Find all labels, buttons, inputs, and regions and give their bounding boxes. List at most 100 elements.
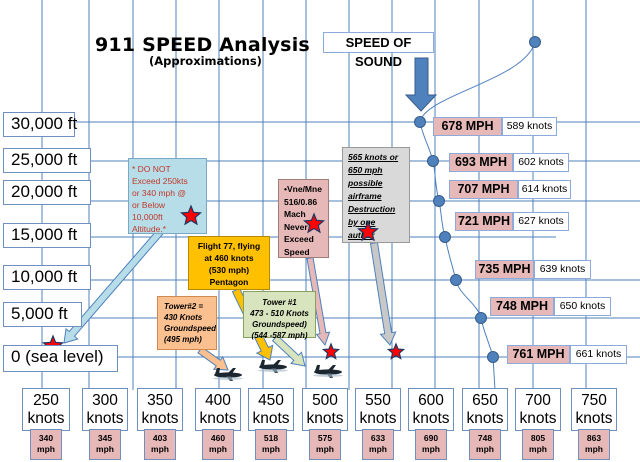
knots-value: 750	[581, 392, 607, 409]
note-line: Exceed	[284, 234, 314, 244]
sos-knots: 639 knots	[534, 260, 591, 279]
diagram-subtitle: (Approximations)	[149, 54, 262, 68]
note-line: or Below	[132, 200, 166, 210]
curve-point	[414, 116, 426, 128]
airplane-tail	[260, 360, 265, 366]
faa-speed-limit-note: * DO NOT Exceed 250kts or 340 mph @ or B…	[128, 158, 207, 234]
note-line: Exceed 250kts	[132, 176, 188, 186]
note-line: author	[348, 230, 375, 240]
mph-value: 345	[97, 433, 113, 443]
mph-unit: mph	[316, 444, 334, 454]
flight77-note: Flight 77, flying at 460 knots (530 mph)…	[188, 236, 270, 290]
note-line: or 340 mph @	[132, 188, 186, 198]
mph-unit: mph	[262, 444, 280, 454]
mph-value: 575	[317, 433, 333, 443]
vne-never-exceed-note: •Vne/Mne 516/0.86 Mach Never Exceed Spee…	[278, 179, 329, 258]
tower1-note-arrow-icon	[271, 334, 306, 367]
mph-value: 690	[423, 433, 439, 443]
tower1-note: Tower #1 473 - 510 Knots Groundspeed) (5…	[243, 291, 316, 340]
mph-unit: mph	[96, 444, 114, 454]
airplane-shadow	[258, 369, 288, 372]
altitude-label: 30,000 ft	[3, 112, 77, 137]
note-line: by one	[348, 217, 376, 227]
altitude-label: 15,000 ft	[3, 223, 91, 248]
airplane-icon	[313, 365, 343, 378]
knots-unit: knots	[199, 410, 237, 427]
knots-value: 700	[525, 392, 551, 409]
vne-note-arrow-icon	[306, 256, 331, 347]
note-line: •Vne/Mne	[284, 184, 322, 194]
altitude-label: 10,000 ft	[3, 265, 91, 290]
note-line: Flight 77, flying	[197, 241, 261, 251]
curve-point	[487, 351, 499, 363]
diagram-title: 911 SPEED Analysis	[95, 34, 310, 56]
sos-mph: 761 MPH	[507, 345, 570, 364]
knots-unit: knots	[412, 410, 450, 427]
speed-of-sound-label: SPEED OF SOUND	[323, 32, 434, 69]
note-line: Groundspeed)	[252, 320, 307, 329]
mph-unit: mph	[529, 444, 547, 454]
note-line: Destruction	[348, 204, 396, 214]
mph-unit: mph	[37, 444, 55, 454]
star-icon	[386, 342, 406, 360]
mph-value: 460	[210, 433, 226, 443]
sos-knots: 661 knots	[570, 345, 627, 364]
mph-value: 340	[38, 433, 54, 443]
sos-knots: 602 knots	[513, 153, 569, 172]
curve-point	[433, 195, 445, 207]
airplane-wing	[326, 365, 336, 372]
airplane-tail	[215, 368, 220, 374]
note-line: Pentagon	[209, 277, 249, 287]
mph-unit: mph	[209, 444, 227, 454]
note-line: Mach	[284, 209, 306, 219]
note-line: 10,000ft	[132, 212, 163, 222]
down-arrow-icon	[404, 57, 438, 112]
knots-value: 600	[418, 392, 444, 409]
altitude-label: 20,000 ft	[3, 180, 91, 205]
airplane-icon	[258, 360, 288, 373]
mph-value: 403	[152, 433, 168, 443]
mph-unit: mph	[422, 444, 440, 454]
knots-unit: knots	[86, 410, 124, 427]
knots-unit: knots	[519, 410, 557, 427]
airplane-icon	[213, 368, 243, 381]
destruction-note-arrow-icon	[369, 241, 397, 346]
knots-unit: knots	[359, 410, 397, 427]
tower2-note-arrow-icon	[197, 346, 229, 371]
knots-unit: knots	[575, 410, 613, 427]
note-line: airframe	[348, 191, 382, 201]
airplane-wing	[226, 368, 236, 375]
note-line: possible	[348, 178, 383, 188]
airplane-wing	[271, 360, 281, 367]
note-line: Never	[284, 221, 308, 232]
star-icon	[321, 342, 341, 360]
airframe-destruction-note: 565 knots or 650 mph possible airframe D…	[342, 147, 410, 243]
mph-unit: mph	[585, 444, 603, 454]
tower2-note: Tower#2 = 430 Knots Groundspeed (495 mph…	[157, 296, 217, 350]
note-line: (544 -587 mph)	[251, 331, 308, 340]
airplane-shadow	[213, 377, 243, 380]
altitude-label: 5,000 ft	[3, 302, 82, 327]
sos-knots: 614 knots	[518, 180, 571, 199]
note-line: Tower #1	[262, 298, 297, 307]
sos-mph: 693 MPH	[449, 153, 513, 172]
